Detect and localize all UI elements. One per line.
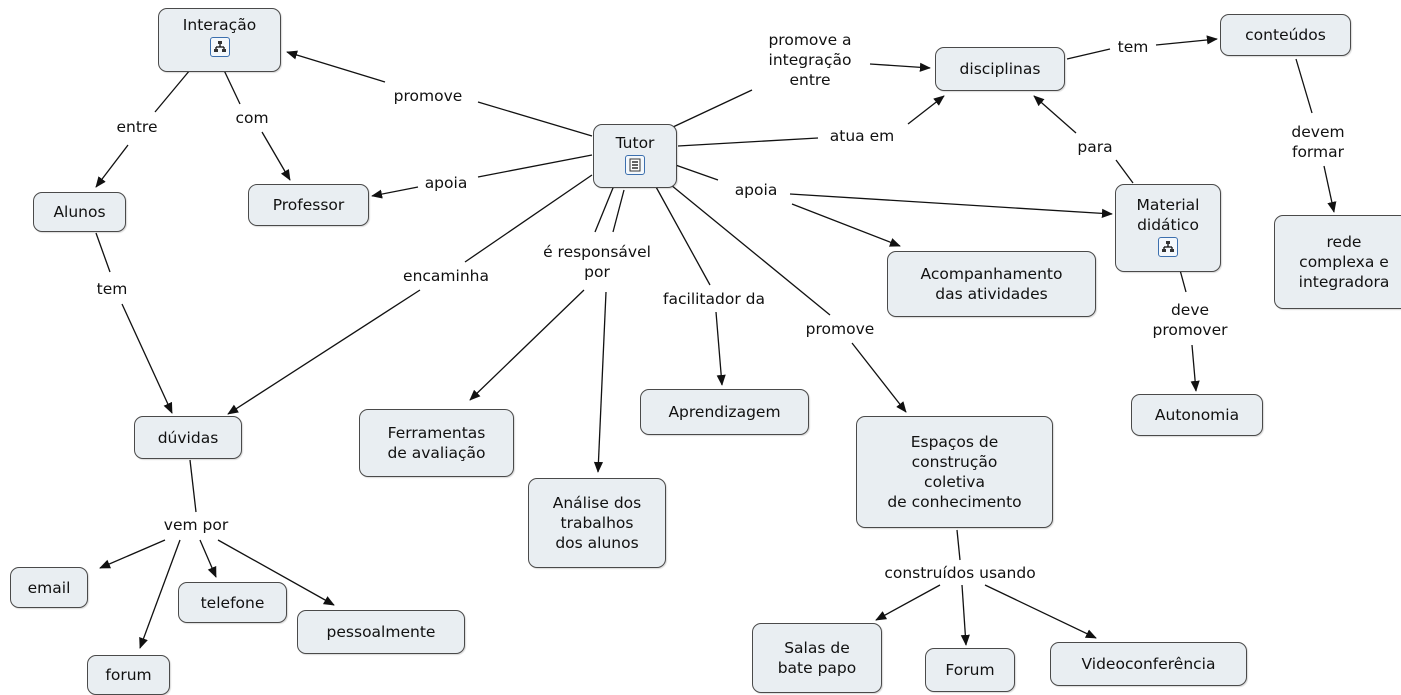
node-forum-duvidas[interactable]: forum [87, 655, 170, 695]
node-analise[interactable]: Análise dos trabalhos dos alunos [528, 478, 666, 568]
node-label: Material didático [1136, 196, 1200, 234]
link-label-apoia-material: apoia [732, 180, 780, 200]
node-label: Análise dos trabalhos dos alunos [552, 494, 642, 552]
node-label: Tutor [615, 134, 655, 152]
node-tutor[interactable]: Tutor [593, 124, 677, 188]
node-label: Forum [945, 661, 995, 679]
link-label-encaminha: encaminha [401, 266, 491, 286]
link-label-tem-disciplinas: tem [1115, 37, 1151, 57]
node-label: Videoconferência [1081, 655, 1216, 673]
node-email[interactable]: email [10, 567, 88, 608]
node-salas-bate-papo[interactable]: Salas de bate papo [752, 623, 882, 693]
link-label-promove-interacao: promove [391, 86, 465, 106]
node-interacao[interactable]: Interação [158, 8, 281, 72]
link-label-com: com [233, 108, 271, 128]
node-videoconferencia[interactable]: Videoconferência [1050, 642, 1247, 686]
node-label: email [27, 578, 71, 597]
node-label: Professor [272, 196, 345, 214]
node-alunos[interactable]: Alunos [33, 192, 126, 232]
node-label: Alunos [53, 203, 106, 221]
link-label-apoia-professor: apoia [422, 173, 470, 193]
node-label: Acompanhamento das atividades [920, 265, 1063, 303]
node-label: Salas de bate papo [777, 639, 857, 677]
node-label: Autonomia [1154, 406, 1240, 424]
node-telefone[interactable]: telefone [178, 582, 287, 623]
link-label-promove-espacos: promove [803, 319, 877, 339]
document-icon[interactable] [625, 155, 645, 175]
node-label: Interação [182, 16, 257, 34]
link-label-devem-formar: devem formar [1289, 122, 1347, 162]
link-label-facilitador: facilitador da [661, 289, 767, 309]
node-label: rede complexa e integradora [1298, 233, 1390, 291]
node-label: conteúdos [1245, 26, 1326, 44]
node-aprendizagem[interactable]: Aprendizagem [640, 389, 809, 435]
node-label: Espaços de construção coletiva de conhec… [887, 433, 1022, 511]
link-label-responsavel: é responsável por [541, 242, 653, 282]
node-rede[interactable]: rede complexa e integradora [1274, 215, 1401, 309]
node-duvidas[interactable]: dúvidas [134, 416, 242, 459]
node-acompanhamento[interactable]: Acompanhamento das atividades [887, 251, 1096, 317]
node-conteudos[interactable]: conteúdos [1220, 14, 1351, 56]
link-label-tem-alunos: tem [94, 279, 130, 299]
node-material-didatico[interactable]: Material didático [1115, 184, 1221, 272]
link-label-promove-integracao: promove a integração entre [766, 30, 854, 90]
link-label-atua-em: atua em [827, 126, 897, 146]
link-label-deve-promover: deve promover [1150, 300, 1230, 340]
link-label-entre: entre [114, 117, 160, 137]
node-label: disciplinas [959, 60, 1041, 78]
node-label: telefone [200, 593, 265, 612]
node-label: dúvidas [157, 428, 219, 447]
node-label: pessoalmente [326, 623, 436, 641]
node-disciplinas[interactable]: disciplinas [935, 47, 1065, 91]
node-label: Ferramentas de avaliação [387, 424, 486, 462]
node-professor[interactable]: Professor [248, 184, 369, 226]
node-forum-espacos[interactable]: Forum [925, 648, 1015, 692]
node-ferramentas[interactable]: Ferramentas de avaliação [359, 409, 514, 477]
concept-map-icon[interactable] [1158, 237, 1178, 257]
node-pessoalmente[interactable]: pessoalmente [297, 610, 465, 654]
link-label-para: para [1075, 137, 1115, 157]
node-label: Aprendizagem [668, 403, 781, 421]
node-label: forum [105, 666, 152, 684]
node-autonomia[interactable]: Autonomia [1131, 394, 1263, 436]
concept-map-icon[interactable] [209, 37, 230, 57]
node-espacos[interactable]: Espaços de construção coletiva de conhec… [856, 416, 1053, 528]
link-label-construidos-usando: construídos usando [882, 563, 1038, 583]
link-label-vem-por: vem por [161, 515, 231, 535]
